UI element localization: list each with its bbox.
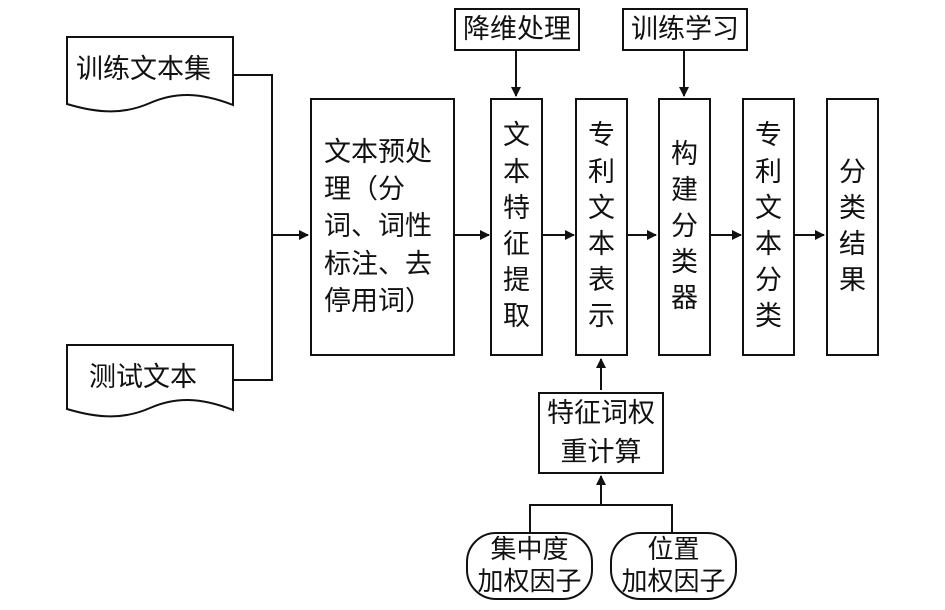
factors-bracket-line	[529, 504, 673, 532]
training-doc-shape	[66, 36, 234, 113]
feature-weighting-box: 特征词权 重计算	[538, 392, 664, 474]
dimension-reduction-box: 降维处理	[454, 8, 580, 51]
test-doc-shape	[66, 344, 234, 418]
patent-text-representation-box: 专 利 文 本 表 示	[575, 98, 628, 356]
classification-result-box: 分 类 结 果	[826, 98, 879, 356]
concentration-factor-node: 集中度 加权因子	[466, 532, 593, 600]
preprocess-box: 文本预处理（分 词、词性 标注、去 停用词）	[310, 98, 455, 356]
training-text-set-label: 训练文本集	[76, 54, 211, 85]
test-text-label: 测试文本	[89, 362, 197, 393]
position-factor-node: 位置 加权因子	[610, 532, 737, 600]
training-learning-box: 训练学习	[622, 8, 748, 51]
feature-extraction-box: 文 本 特 征 提 取	[490, 98, 543, 356]
build-classifier-box: 构 建 分 类 器	[658, 98, 711, 356]
merge-bracket-line	[233, 74, 273, 381]
patent-text-classification-box: 专 利 文 本 分 类	[742, 98, 795, 356]
